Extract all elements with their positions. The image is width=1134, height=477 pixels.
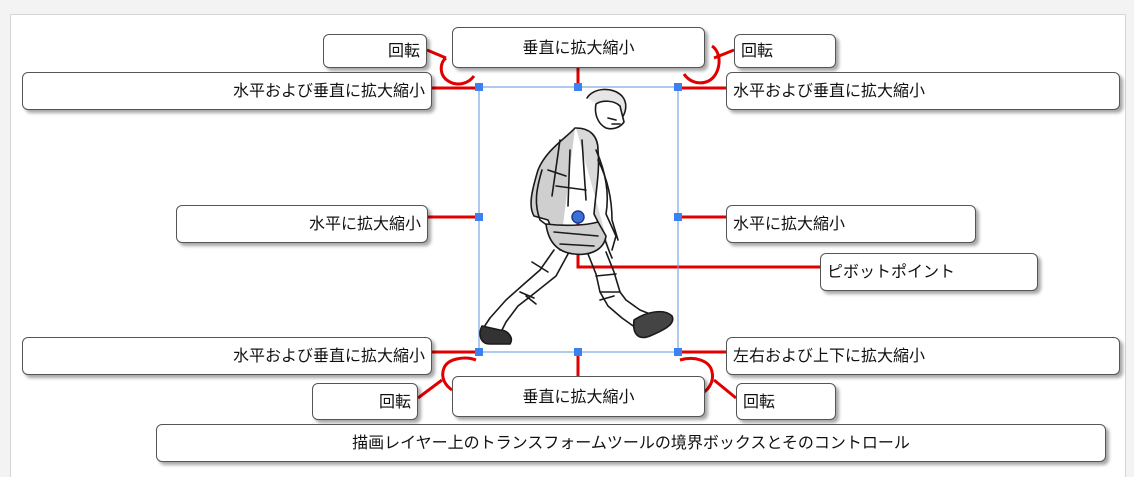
leader-rotate-bl: [417, 378, 443, 400]
callout-scale-hv-bl: 水平および垂直に拡大縮小: [22, 337, 432, 375]
handle-middle-left[interactable]: [475, 213, 483, 221]
callout-scale-lr-br: 左右および上下に拡大縮小: [726, 337, 1120, 375]
arc-rotate-bl: [441, 356, 477, 392]
leader-rotate-tl: [426, 48, 447, 60]
callout-scale-v-top: 垂直に拡大縮小: [452, 27, 705, 68]
callout-rotate-tl: 回転: [323, 34, 427, 68]
callout-scale-hv-tr: 水平および垂直に拡大縮小: [726, 72, 1120, 110]
callout-scale-v-bottom: 垂直に拡大縮小: [452, 376, 705, 417]
walking-character-drawing: [479, 88, 674, 345]
callout-pivot: ピボットポイント: [820, 253, 1038, 291]
pivot-point-icon[interactable]: [571, 210, 585, 224]
caption: 描画レイヤー上のトランスフォームツールの境界ボックスとそのコントロール: [156, 424, 1106, 462]
handle-middle-right[interactable]: [674, 213, 682, 221]
callout-scale-h-left: 水平に拡大縮小: [176, 205, 428, 243]
leader-rotate-br: [713, 378, 737, 400]
handle-bottom-center[interactable]: [574, 348, 582, 356]
arc-rotate-tr: [682, 44, 721, 85]
callout-scale-h-right: 水平に拡大縮小: [726, 205, 976, 243]
handle-top-left[interactable]: [475, 83, 483, 91]
handle-bottom-right[interactable]: [674, 348, 682, 356]
arc-rotate-br: [679, 357, 714, 394]
callout-rotate-br: 回転: [736, 383, 836, 420]
callout-rotate-tr: 回転: [734, 34, 836, 68]
arc-rotate-tl: [439, 56, 476, 86]
handle-top-right[interactable]: [674, 83, 682, 91]
callout-rotate-bl: 回転: [312, 383, 418, 420]
callout-scale-hv-tl: 水平および垂直に拡大縮小: [22, 72, 432, 110]
handle-top-center[interactable]: [574, 83, 582, 91]
transform-handles: [475, 83, 682, 356]
handle-bottom-left[interactable]: [475, 348, 483, 356]
